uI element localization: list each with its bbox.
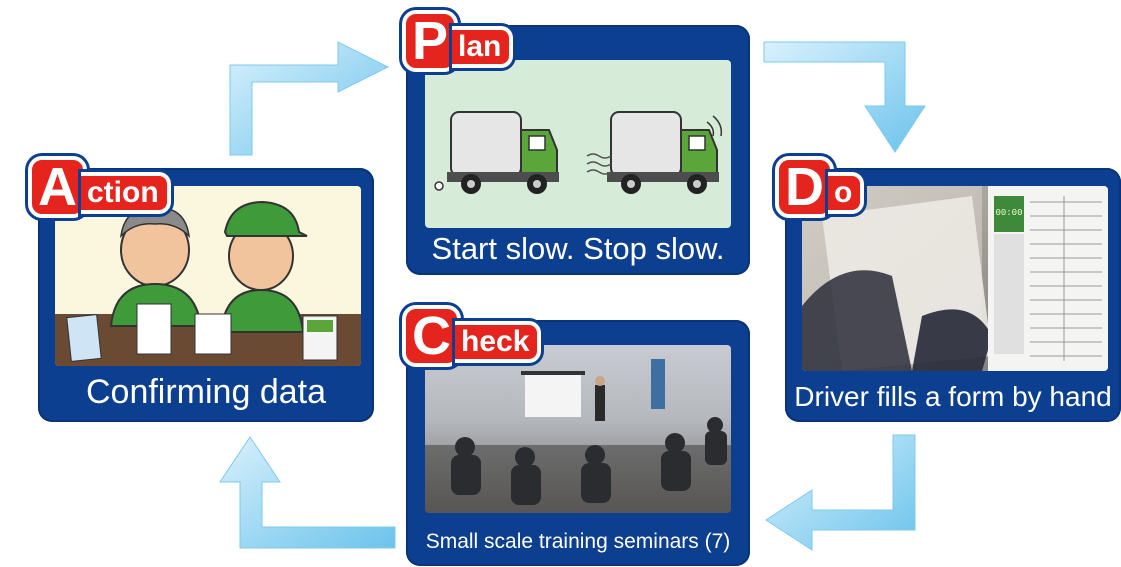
arrow-do-to-check: [765, 434, 916, 551]
check-badge-rest: heck: [455, 321, 542, 363]
truck-stop-icon: [586, 111, 723, 194]
truck-illustration: [434, 111, 723, 194]
do-photo: 00:00: [802, 186, 1108, 371]
check-photo: [425, 345, 731, 513]
worker-left-icon: [109, 207, 203, 327]
do-badge-letter: D: [775, 156, 834, 218]
arrow-plan-to-do: [763, 41, 926, 153]
action-badge-rest: ction: [81, 172, 171, 214]
truck-start-icon: [434, 111, 559, 194]
form-photo-illustration: [802, 186, 1108, 371]
action-badge-letter: A: [28, 156, 87, 218]
action-caption: Confirming data: [85, 373, 326, 411]
do-caption: Driver fills a form by hand: [794, 381, 1112, 412]
check-badge-letter: C: [402, 305, 461, 367]
plan-badge-rest: lan: [452, 26, 514, 68]
plan-badge-letter: P: [402, 10, 459, 72]
arrow-action-to-plan: [229, 41, 390, 156]
check-caption: Small scale training seminars (7): [425, 530, 731, 553]
plan-caption: Start slow. Stop slow.: [431, 231, 725, 266]
do-badge-rest: o: [828, 172, 865, 214]
worker-right-icon: [219, 200, 308, 333]
form-display-value: 00:00: [995, 208, 1023, 218]
plan-illustration: [425, 60, 731, 228]
workers-illustration: [55, 200, 361, 366]
action-illustration: [55, 186, 361, 366]
arrow-check-to-action: [219, 436, 396, 549]
seminar-photo-illustration: [425, 359, 731, 513]
